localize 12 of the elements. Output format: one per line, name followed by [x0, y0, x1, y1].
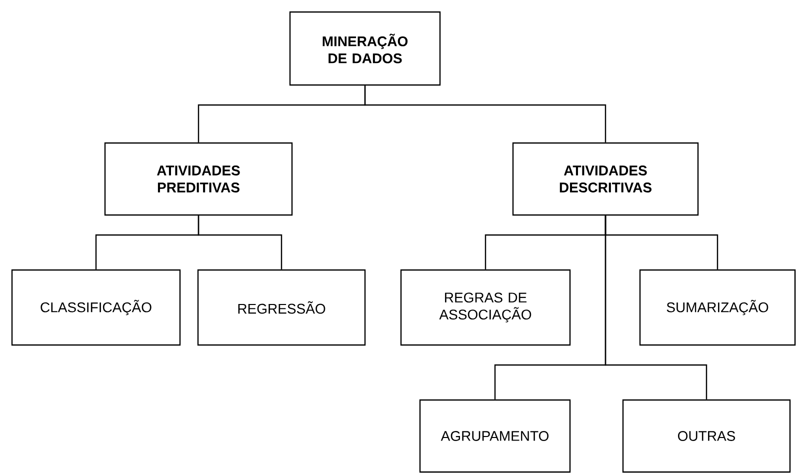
category-box: REGRAS DE ASSOCIAÇÃO	[400, 269, 571, 346]
category-box: AGRUPAMENTO	[419, 399, 571, 473]
category-box: ATIVIDADES PREDITIVAS	[104, 142, 293, 216]
connector-line	[364, 86, 606, 142]
connector-line	[604, 216, 708, 400]
category-box: CLASSIFICAÇÃO	[11, 269, 181, 346]
category-box: ATIVIDADES DESCRITIVAS	[512, 142, 699, 216]
category-box: MINERAÇÃO DE DADOS	[289, 11, 441, 86]
connector-line	[198, 216, 282, 270]
category-box: OUTRAS	[622, 399, 791, 473]
category-box: REGRESSÃO	[197, 269, 366, 346]
category-box: SUMARIZAÇÃO	[639, 269, 796, 346]
